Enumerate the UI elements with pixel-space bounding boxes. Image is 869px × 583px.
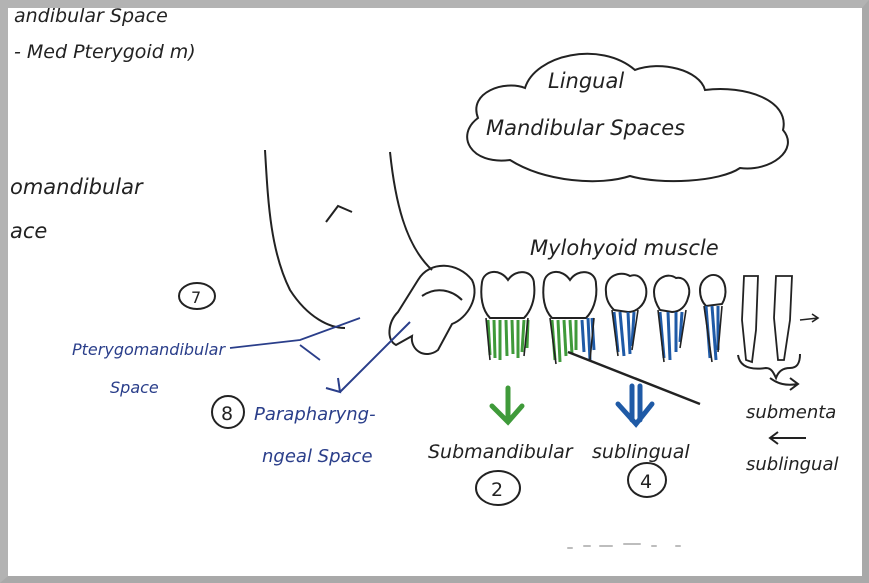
canine (700, 275, 725, 306)
note-line-1: andibular Space (14, 8, 168, 27)
pterygomandibular-label-1: Pterygomandibular (72, 340, 226, 359)
mylohyoid-label: Mylohyoid muscle (530, 236, 719, 260)
incisor-2 (774, 276, 792, 360)
molar-tooth-1 (389, 266, 474, 354)
premolar-2 (654, 276, 689, 312)
diagram-board: andibular Space - Med Pterygoid m) omand… (8, 8, 862, 576)
note-line-3: omandibular (10, 175, 144, 199)
small-arrow-right (800, 314, 818, 322)
submandibular-label: Submandibular (428, 441, 574, 463)
pterygo-pointer (230, 318, 360, 360)
cloud-title-line1: Lingual (548, 69, 624, 93)
sublingual-right-label: sublingual (746, 454, 839, 475)
pterygomandibular-label-2: Space (110, 378, 159, 397)
faint-marks (568, 544, 680, 548)
blue-roots (582, 306, 718, 360)
parapharyngeal-label-1: Parapharyng- (254, 404, 376, 425)
marker-7: 7 (179, 283, 215, 309)
parapharyngeal-arrow (326, 322, 410, 392)
marker-2-text: 2 (491, 479, 503, 501)
sublingual-label: sublingual (592, 441, 690, 463)
marker-8: 8 (212, 396, 244, 428)
molar-tooth-2 (481, 272, 534, 318)
green-roots (488, 320, 576, 362)
marker-7-text: 7 (191, 288, 201, 307)
jaw-outline (265, 150, 432, 328)
green-down-arrow (492, 388, 522, 422)
marker-2: 2 (476, 471, 520, 505)
incisor-brace (738, 354, 800, 378)
cloud-title-line2: Mandibular Spaces (486, 116, 685, 140)
parapharyngeal-label-2: ngeal Space (262, 446, 373, 467)
incisor-1 (742, 276, 758, 362)
marker-4: 4 (628, 463, 666, 497)
note-line-4: ace (10, 219, 47, 243)
marker-8-text: 8 (221, 403, 233, 425)
premolar-1 (606, 274, 646, 312)
root-outlines (486, 306, 722, 364)
submental-label: submenta (746, 402, 836, 423)
sublingual-right-arrow (770, 432, 806, 444)
note-line-2: - Med Pterygoid m) (14, 41, 196, 63)
blue-down-arrow (618, 386, 652, 424)
marker-4-text: 4 (640, 471, 652, 493)
submental-arrow (770, 378, 798, 390)
molar-tooth-3 (543, 272, 596, 318)
